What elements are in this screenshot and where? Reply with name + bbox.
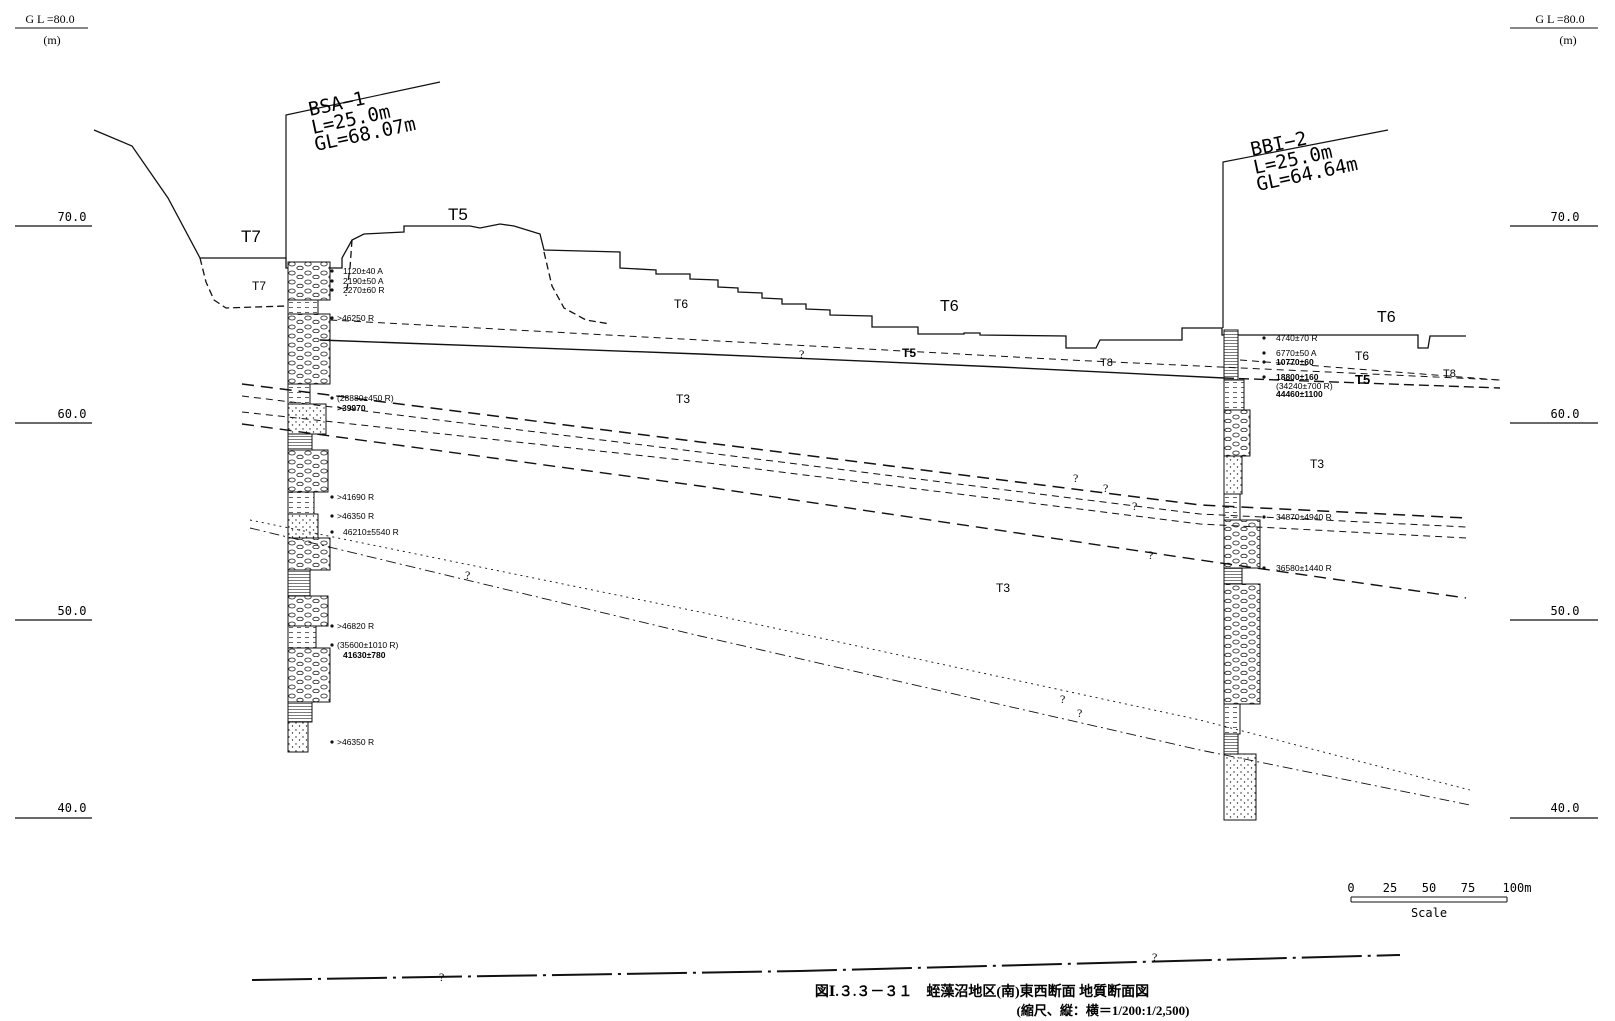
t5-lower-boundary-east	[1223, 377, 1501, 389]
gl-label-left: G L =80.0	[25, 12, 74, 26]
scale-tick-label: 75	[1461, 881, 1475, 895]
date-label: 46210±5540 R	[343, 527, 399, 537]
date-label: 18800±160	[1276, 372, 1319, 382]
level-40-right: 40.0	[1551, 801, 1580, 815]
query-mark: ?	[1103, 481, 1108, 495]
date-label: >46820 R	[337, 621, 374, 631]
t3-upper-boundary-1	[241, 383, 1467, 519]
query-mark: ?	[1060, 692, 1065, 706]
date-label: >41690 R	[337, 492, 374, 502]
t5-upper-boundary	[329, 319, 1501, 381]
date-label: (28880±450 R)	[337, 393, 394, 403]
unit-label-t6: T6	[940, 298, 959, 315]
query-marks: ? ? ? ? ? ? ? ? ? ?	[439, 347, 1157, 984]
level-60-left: 60.0	[58, 407, 87, 421]
date-label: 4740±70 R	[1276, 333, 1318, 343]
query-mark: ?	[1148, 548, 1153, 562]
unit-label-right: (m)	[1559, 33, 1576, 47]
unit-label-t3: T3	[996, 581, 1010, 595]
unit-boundaries	[241, 319, 1501, 981]
date-label: (35600±1010 R)	[337, 640, 399, 650]
left-elevation-axis: G L =80.0 (m) 70.0 60.0 50.0 40.0	[15, 12, 92, 819]
scale-tick-label: 0	[1347, 881, 1354, 895]
t3-upper-boundary-2	[241, 395, 1467, 528]
figure-caption: 図Ⅰ.３.３－３１ 蛭藻沼地区(南)東西断面 地質断面図 (縮尺、縦：横＝1/2…	[815, 983, 1190, 1018]
unit-label-t3: T3	[1310, 457, 1324, 471]
unit-label-t5: T5	[902, 346, 916, 360]
unit-label-t3: T3	[676, 392, 690, 406]
t3-inner-boundary-1	[249, 519, 1471, 791]
ground-profile-line	[93, 129, 1466, 349]
query-mark: ?	[799, 347, 804, 361]
date-label: 34870±4940 R	[1276, 512, 1332, 522]
unit-label-t5-surface: T5	[448, 205, 468, 224]
t5-lower-boundary	[319, 339, 1225, 379]
bbi2-column	[1223, 329, 1261, 821]
borehole-headers	[285, 81, 1389, 328]
level-70-left: 70.0	[58, 210, 87, 224]
ground-surface	[93, 129, 1466, 349]
date-label: (34240±700 R)	[1276, 381, 1333, 391]
scale-label: Scale	[1411, 906, 1447, 920]
date-label: 41630±780	[343, 650, 386, 660]
scale-tick-label: 50	[1422, 881, 1436, 895]
scale-tick-label: 25	[1383, 881, 1397, 895]
unit-label-t8: T8	[1443, 368, 1456, 380]
unit-label-t6: T6	[674, 297, 688, 311]
unit-label-t6: T6	[1377, 309, 1396, 326]
t5-scarp-line	[345, 239, 353, 297]
query-mark: ?	[1077, 706, 1082, 720]
level-40-left: 40.0	[58, 801, 87, 815]
date-label: >39970	[337, 403, 366, 413]
base-line	[251, 954, 1401, 981]
query-mark: ?	[1073, 471, 1078, 485]
bsa1-dates: 1120±40 A 2190±50 A 2270±60 R >46250 R (…	[330, 266, 399, 747]
date-label: 44460±1100	[1276, 389, 1323, 399]
query-mark: ?	[1132, 499, 1137, 513]
date-label: >46350 R	[337, 511, 374, 521]
right-elevation-axis: G L =80.0 (m) 70.0 60.0 50.0 40.0	[1510, 12, 1598, 819]
date-label: 10770±60	[1276, 357, 1314, 367]
bbi2-header-text: BBI−2 L=25.0m GL=64.64m	[1248, 127, 1359, 195]
unit-label-left: (m)	[43, 33, 60, 47]
date-label: >46350 R	[337, 737, 374, 747]
level-60-right: 60.0	[1551, 407, 1580, 421]
query-mark: ?	[1152, 950, 1157, 964]
t3-upper-boundary-4	[241, 423, 1467, 599]
unit-label-t5: T5	[1355, 372, 1370, 387]
date-label: 1120±40 A	[343, 266, 383, 276]
bsa1-header-text: BSA−1 L=25.0m GL=68.07m	[306, 87, 417, 155]
date-label: 36580±1440 R	[1276, 563, 1332, 573]
unit-label-t7-inner: T7	[252, 279, 266, 293]
query-mark: ?	[439, 970, 444, 984]
date-label: >46250 R	[337, 313, 374, 323]
caption-scale: (縮尺、縦：横＝1/200:1/2,500)	[1017, 1003, 1190, 1018]
t8-line-east	[1239, 359, 1501, 381]
date-label: 2190±50 A	[343, 276, 384, 286]
gl-label-right: G L =80.0	[1535, 12, 1584, 26]
scale-tick-label: 100m	[1503, 881, 1532, 895]
t3-upper-boundary-3	[241, 411, 1467, 539]
date-label: 2270±60 R	[343, 285, 385, 295]
query-mark: ?	[465, 568, 470, 582]
level-70-right: 70.0	[1551, 210, 1580, 224]
caption-title: 図Ⅰ.３.３－３１ 蛭藻沼地区(南)東西断面 地質断面図	[815, 983, 1149, 1000]
bsa1-column	[287, 261, 331, 753]
date-label: 6770±50 A	[1276, 348, 1317, 358]
unit-label-t7: T7	[241, 227, 261, 246]
unit-label-t8: T8	[1100, 357, 1113, 369]
t7-base-line	[199, 257, 287, 309]
bbi2-dates: 4740±70 R 6770±50 A 10770±60 18800±160 (…	[1262, 333, 1333, 573]
level-50-right: 50.0	[1551, 604, 1580, 618]
level-50-left: 50.0	[58, 604, 87, 618]
unit-labels: T7 T7 T5 T6 T6 T6 T6 T5 T5 T8 T8 T3 T3 T…	[241, 205, 1456, 595]
t6-base-scarp	[543, 251, 611, 325]
scale-bar: 0 25 50 75 100m Scale	[1347, 881, 1531, 920]
unit-label-t6: T6	[1355, 349, 1369, 363]
